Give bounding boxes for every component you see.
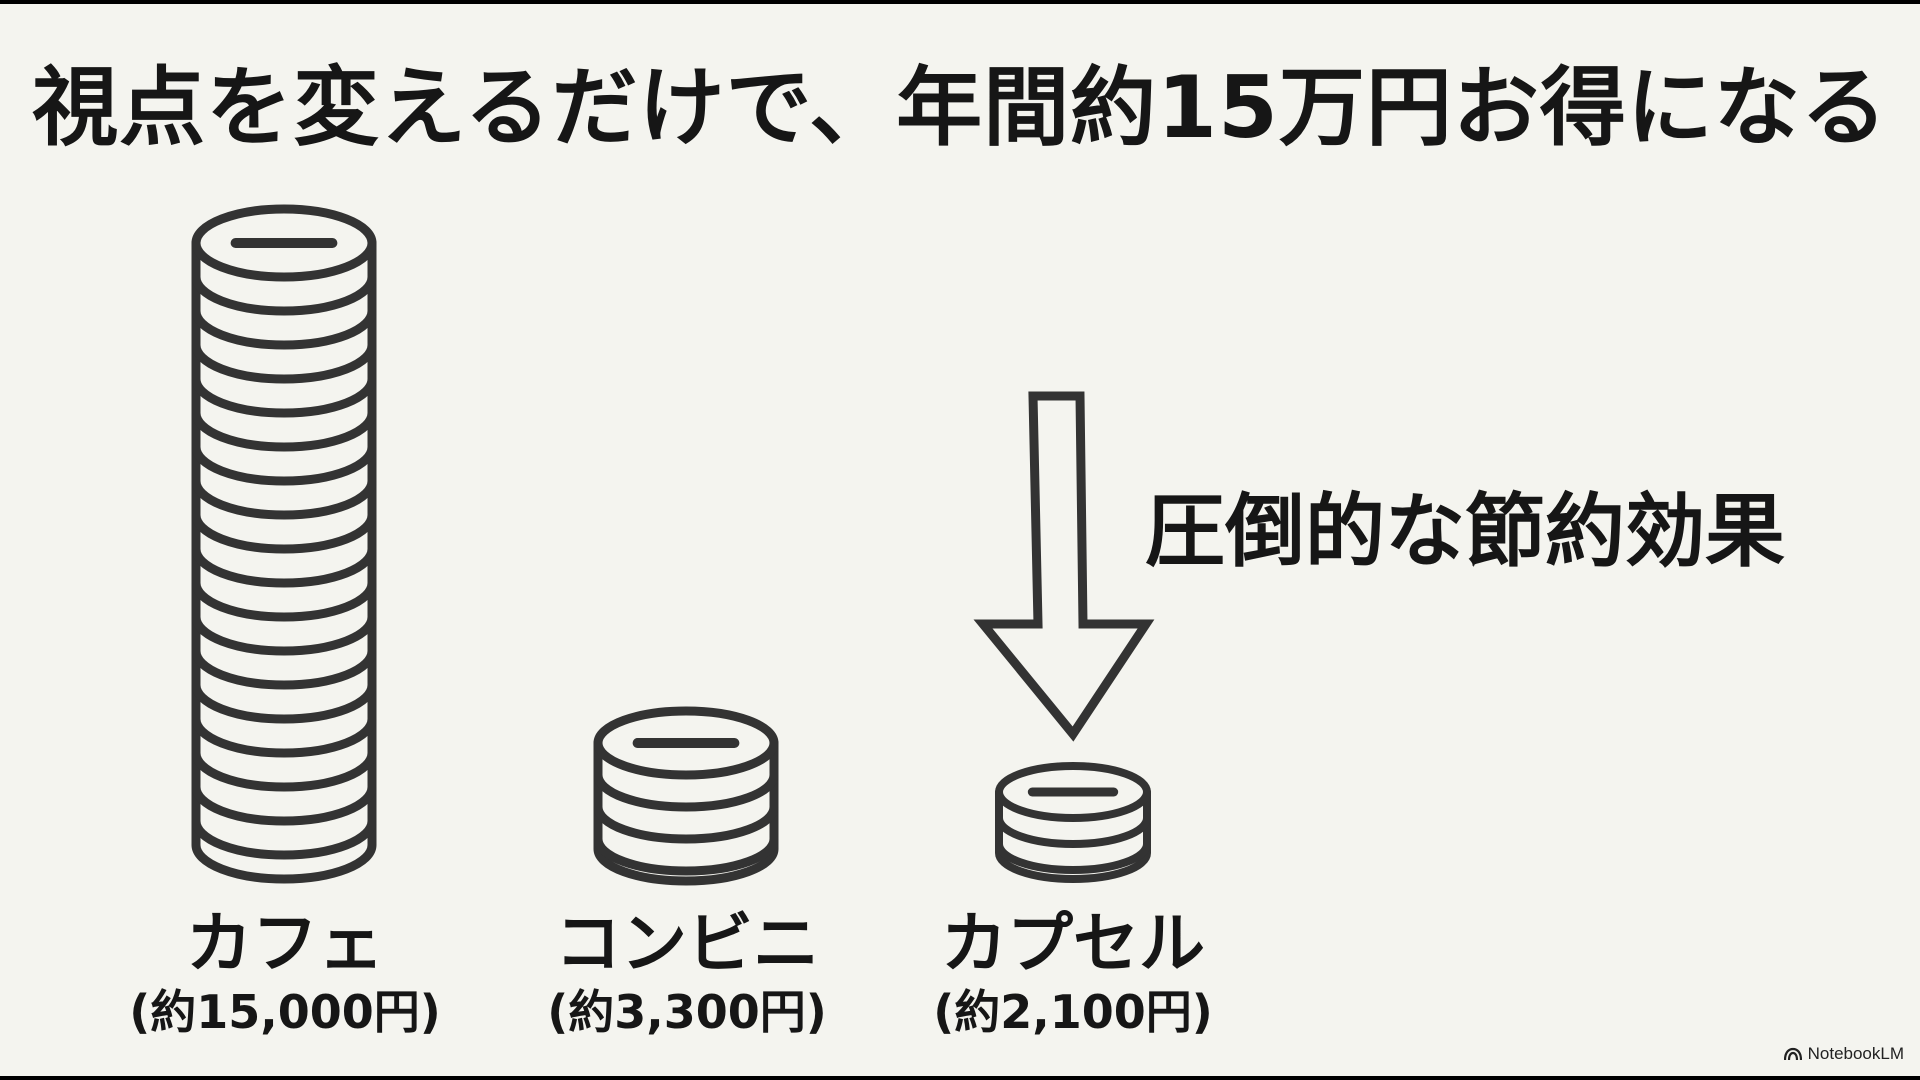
coin-edge xyxy=(593,838,779,876)
coin-edge xyxy=(995,843,1151,874)
coin-edge xyxy=(191,616,377,656)
coin-stack-icon xyxy=(593,706,779,886)
item-price-capsule: (約2,100円) xyxy=(933,985,1213,1039)
coin-edge xyxy=(191,718,377,758)
down-arrow-icon xyxy=(973,391,1155,742)
slide: 視点を変えるだけで、年間約15万円お得になる 圧倒的な節約効果 カフェ (約15… xyxy=(0,4,1920,1076)
coin-body xyxy=(191,238,377,884)
coin-edge xyxy=(191,820,377,860)
coin-edge xyxy=(191,582,377,622)
coin-edge xyxy=(191,378,377,418)
coin-stack-icon xyxy=(995,762,1151,883)
coin-edge xyxy=(995,817,1151,848)
item-name-konbini: コンビニ xyxy=(555,905,819,982)
slide-title: 視点を変えるだけで、年間約15万円お得になる xyxy=(32,58,1888,158)
brand-name: NotebookLM xyxy=(1807,1044,1904,1063)
item-name-capsule: カプセル xyxy=(941,905,1205,982)
coin-edge xyxy=(191,752,377,792)
coin-edge xyxy=(191,684,377,724)
coin-edge xyxy=(191,310,377,350)
coin-edge xyxy=(191,786,377,826)
coin-edge xyxy=(191,344,377,384)
coin-edge xyxy=(191,514,377,554)
coin-stack-icon xyxy=(191,204,377,884)
notebooklm-logo-icon xyxy=(1783,1047,1802,1061)
coin-edge xyxy=(191,412,377,452)
brand-watermark: NotebookLM xyxy=(1783,1044,1904,1064)
coin-edge xyxy=(191,650,377,690)
coin-edge xyxy=(593,806,779,844)
item-price-cafe: (約15,000円) xyxy=(129,985,441,1039)
coin-body xyxy=(593,738,779,886)
illustration xyxy=(191,204,1155,886)
savings-callout: 圧倒的な節約効果 xyxy=(1145,485,1785,578)
coin-edge xyxy=(593,774,779,812)
coin-edge xyxy=(191,548,377,588)
coin-edge xyxy=(191,480,377,520)
item-name-cafe: カフェ xyxy=(186,905,384,982)
coin-edge xyxy=(191,276,377,316)
item-price-konbini: (約3,300円) xyxy=(547,985,827,1039)
coin-edge xyxy=(191,446,377,486)
